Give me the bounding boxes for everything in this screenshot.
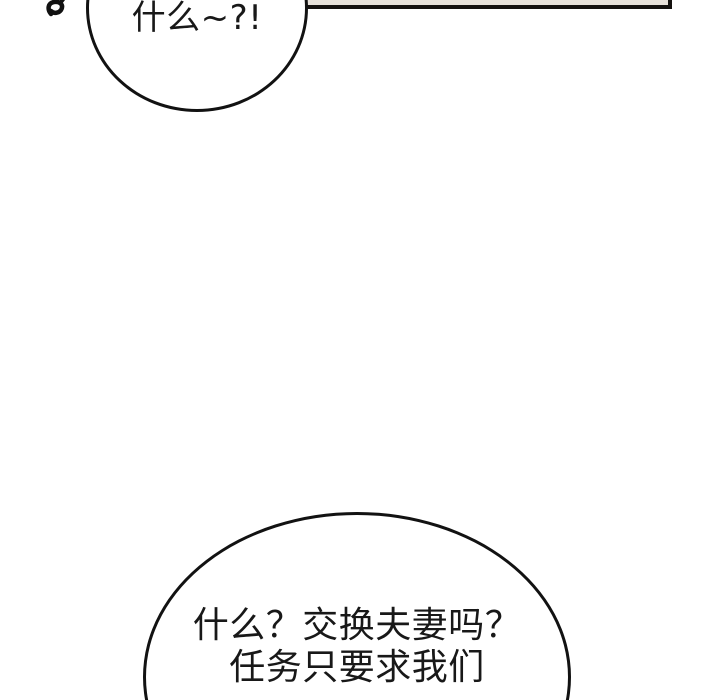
speech-bubble-top-text: 什么~?! bbox=[131, 0, 263, 38]
speech-bubble-bottom-text: 什么？交换夫妻吗？ 任务只要求我们 bbox=[143, 605, 571, 690]
speech-bubble-bottom-line-1: 什么？交换夫妻吗？ bbox=[192, 605, 522, 646]
ceiling-beam bbox=[300, 0, 672, 9]
speech-bubble-bottom-line-2: 任务只要求我们 bbox=[229, 647, 485, 689]
hair-curl-icon bbox=[44, 0, 78, 20]
